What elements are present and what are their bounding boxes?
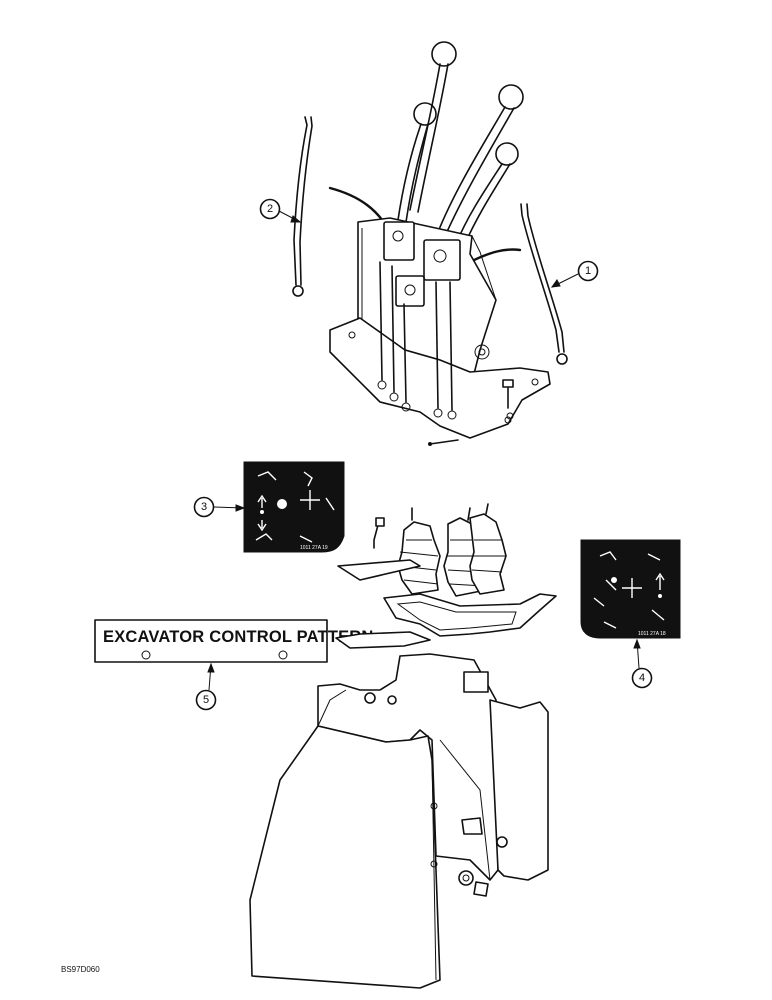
linkage-rod-1 [520,203,568,365]
leader-lines [207,210,641,691]
callout-1: 1 [577,260,599,282]
figure-code: BS97D060 [61,965,100,974]
callout-4-label: 4 [639,672,645,684]
callout-2: 2 [259,198,281,220]
console-assembly [249,503,557,989]
callout-5-label: 5 [203,694,209,706]
control-lever-assembly [328,41,551,446]
callout-3-label: 3 [201,501,207,513]
linkage-rod-2 [292,116,313,297]
banner-text: EXCAVATOR CONTROL PATTERN [103,628,374,646]
control-pattern-decal-right: 1011 27A 18 [580,539,681,639]
callout-2-label: 2 [267,203,273,215]
callout-3: 3 [193,496,215,518]
callout-5: 5 [195,689,217,711]
rubber-boots [397,503,507,597]
excavator-control-pattern-banner: EXCAVATOR CONTROL PATTERN [94,619,374,663]
callout-4: 4 [631,667,653,689]
decal-code-left: 1011 27A 19 [300,545,328,551]
control-pattern-decal-left: 1011 27A 19 [243,461,345,553]
decal-code-right: 1011 27A 18 [638,631,666,637]
callout-1-label: 1 [585,265,591,277]
